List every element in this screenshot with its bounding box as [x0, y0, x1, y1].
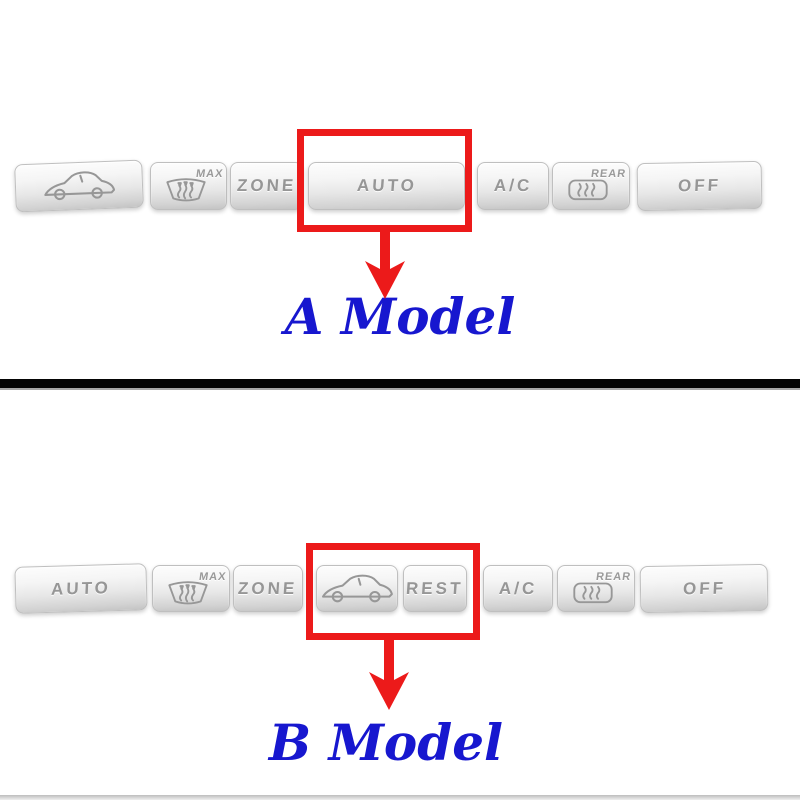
- button-car-recirculation-icon: [316, 565, 398, 612]
- button-off: OFF: [636, 160, 763, 212]
- button-sup-label: REAR: [589, 168, 627, 180]
- button-auto: AUTO: [308, 162, 465, 210]
- button-label: AUTO: [50, 577, 112, 599]
- rear-defrost-icon: [573, 582, 613, 603]
- button-zone: ZONE: [230, 162, 303, 210]
- section-divider: [0, 379, 800, 388]
- model-b-label: B Model: [268, 713, 504, 772]
- button-row-b: AUTO MAX ZONE REST A/C REAR OFF: [0, 563, 800, 614]
- car-recirculation-icon: [321, 574, 393, 602]
- button-rear-defrost-icon: REAR: [557, 565, 635, 612]
- highlight-box-a: [297, 129, 472, 232]
- button-sup-label: REAR: [594, 571, 632, 583]
- windshield-defrost-icon: [165, 178, 206, 202]
- button-zone: ZONE: [233, 565, 303, 612]
- button-label: OFF: [677, 175, 722, 196]
- button-rest: REST: [403, 565, 467, 612]
- button-sup-label: MAX: [194, 168, 224, 180]
- section-divider-shadow: [0, 388, 800, 390]
- highlight-box-b: [306, 543, 480, 640]
- car-recirculation-icon: [44, 171, 116, 201]
- button-windshield-defrost-icon: MAX: [150, 162, 227, 210]
- button-car-recirculation-icon: [14, 159, 144, 213]
- button-windshield-defrost-icon: MAX: [152, 565, 230, 612]
- down-arrow-b-icon: [369, 640, 409, 710]
- button-off: OFF: [639, 563, 769, 614]
- photo-bottom-edge: [0, 795, 800, 800]
- button-sup-label: MAX: [197, 571, 227, 583]
- down-arrow-a-icon: [365, 229, 405, 299]
- button-label: ZONE: [236, 176, 297, 195]
- button-label: A/C: [498, 578, 538, 598]
- model-a-label: A Model: [284, 287, 516, 346]
- button-row-a: MAX ZONE AUTO A/C REAR OFF: [0, 159, 800, 213]
- button-auto: AUTO: [14, 563, 148, 614]
- button-rear-defrost-icon: REAR: [552, 162, 630, 210]
- button-label: OFF: [682, 578, 727, 598]
- rear-defrost-icon: [568, 179, 608, 201]
- button-label: ZONE: [237, 578, 299, 598]
- button-a-c: A/C: [477, 162, 549, 210]
- button-a-c: A/C: [483, 565, 553, 612]
- button-label: A/C: [493, 176, 533, 195]
- windshield-defrost-icon: [168, 580, 208, 604]
